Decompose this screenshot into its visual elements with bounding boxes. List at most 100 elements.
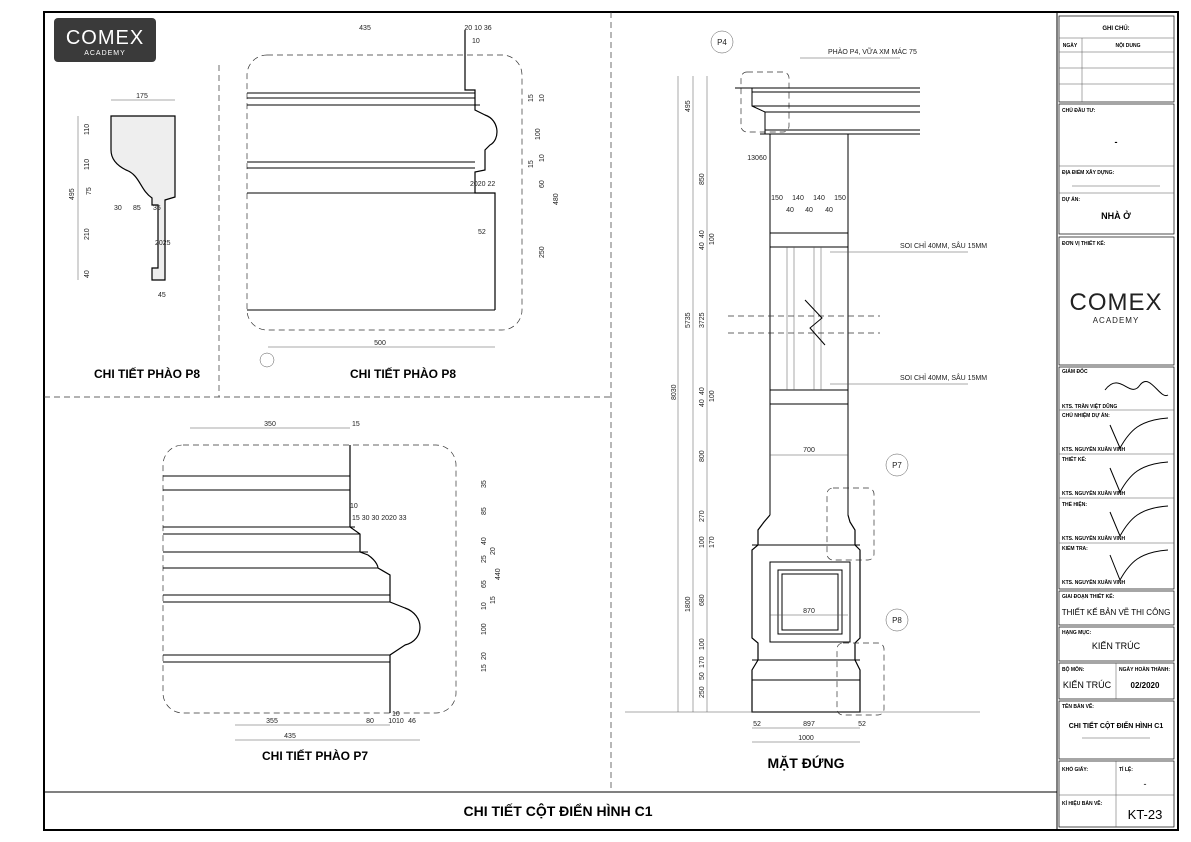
svg-text:40: 40 xyxy=(84,270,91,278)
svg-text:250: 250 xyxy=(699,686,706,698)
svg-text:800: 800 xyxy=(699,450,706,462)
svg-text:270: 270 xyxy=(699,510,706,522)
svg-text:DỰ ÁN:: DỰ ÁN: xyxy=(1062,196,1080,203)
svg-text:40: 40 xyxy=(699,230,706,238)
callout-p4: P4 xyxy=(717,38,727,47)
svg-text:150: 150 xyxy=(771,195,783,202)
svg-text:100: 100 xyxy=(709,233,716,245)
note-groove-1: SOI CHỈ 40MM, SÂU 15MM xyxy=(900,241,987,250)
svg-text:52: 52 xyxy=(478,229,486,236)
svg-text:20: 20 xyxy=(490,547,497,555)
svg-text:15: 15 xyxy=(528,160,535,168)
svg-text:140: 140 xyxy=(792,195,804,202)
svg-text:02/2020: 02/2020 xyxy=(1131,681,1160,690)
p8-large-view: 435 20 10 36 10 15 10 100 15 10 60 480 2… xyxy=(246,25,560,381)
sheet-number: KT-23 xyxy=(1128,807,1163,822)
svg-text:KTS. NGUYỄN XUÂN VINH: KTS. NGUYỄN XUÂN VINH xyxy=(1062,446,1125,453)
p8-profile-shape xyxy=(110,115,176,281)
svg-text:50: 50 xyxy=(699,672,706,680)
note-p4: PHÀO P4, VỮA XM MÁC 75 xyxy=(828,47,917,56)
svg-text:TÊN BẢN VẼ:: TÊN BẢN VẼ: xyxy=(1062,702,1094,710)
svg-text:170: 170 xyxy=(709,536,716,548)
svg-text:THỂ HIỆN:: THỂ HIỆN: xyxy=(1062,500,1087,508)
svg-text:TỈ LỆ:: TỈ LỆ: xyxy=(1119,765,1133,773)
svg-text:100: 100 xyxy=(699,536,706,548)
svg-text:15: 15 xyxy=(490,596,497,604)
svg-text:-: - xyxy=(1144,779,1147,789)
svg-text:40: 40 xyxy=(699,242,706,250)
svg-text:1010: 1010 xyxy=(388,718,404,725)
svg-text:35: 35 xyxy=(153,205,161,212)
svg-text:110: 110 xyxy=(84,124,91,135)
svg-text:30: 30 xyxy=(114,205,122,212)
svg-text:350: 350 xyxy=(264,421,276,428)
svg-text:THIẾT KẾ BẢN VẼ THI CÔNG: THIẾT KẾ BẢN VẼ THI CÔNG xyxy=(1062,607,1171,617)
logo-badge: COMEX ACADEMY xyxy=(54,18,156,62)
svg-text:KÍ HIỆU BẢN VẼ:: KÍ HIỆU BẢN VẼ: xyxy=(1062,799,1103,807)
signature-pm xyxy=(1109,417,1169,450)
svg-text:40: 40 xyxy=(805,207,813,214)
svg-text:GIAI ĐOẠN THIẾT KẾ:: GIAI ĐOẠN THIẾT KẾ: xyxy=(1062,593,1115,600)
svg-text:10: 10 xyxy=(350,503,358,510)
svg-text:ĐỊA ĐIỂM XÂY DỰNG:: ĐỊA ĐIỂM XÂY DỰNG: xyxy=(1062,169,1115,176)
svg-text:20 10 36: 20 10 36 xyxy=(464,25,491,32)
svg-text:BỘ MÔN:: BỘ MÔN: xyxy=(1062,665,1085,673)
title-block: GHI CHÚ: NGÀY NỘI DUNG CHỦ ĐẦU TƯ: - ĐỊA… xyxy=(1058,15,1175,828)
logo-main: COMEX xyxy=(66,27,144,49)
svg-text:435: 435 xyxy=(284,733,296,740)
svg-text:10: 10 xyxy=(539,94,546,102)
svg-text:NGÀY HOÀN THÀNH:: NGÀY HOÀN THÀNH: xyxy=(1119,666,1170,673)
svg-text:170: 170 xyxy=(699,656,706,668)
svg-text:500: 500 xyxy=(374,340,386,347)
svg-text:250: 250 xyxy=(539,246,546,258)
p8-small-view: 175 110 110 495 75 30 85 35 210 2025 40 … xyxy=(69,93,200,381)
svg-text:NỘI DUNG: NỘI DUNG xyxy=(1116,41,1141,49)
svg-text:15: 15 xyxy=(481,664,488,672)
svg-text:100: 100 xyxy=(709,390,716,402)
p8-large-title: CHI TIẾT PHÀO P8 xyxy=(350,366,456,381)
svg-text:25: 25 xyxy=(481,555,488,563)
signature-design xyxy=(1109,461,1169,494)
p8-small-title: CHI TIẾT PHÀO P8 xyxy=(94,366,200,381)
svg-text:480: 480 xyxy=(553,193,560,205)
signature-director xyxy=(1104,381,1169,396)
section-marker xyxy=(259,352,275,368)
column-elevation: P4 P7 P8 PHÀO P4, VỮA XM MÁC 75 SOI CHỈ … xyxy=(625,30,987,771)
svg-text:CHỦ NHIỆM DỰ ÁN:: CHỦ NHIỆM DỰ ÁN: xyxy=(1062,411,1110,419)
svg-text:15: 15 xyxy=(528,94,535,102)
p7-title: CHI TIẾT PHÀO P7 xyxy=(262,748,368,763)
elevation-title: MẶT ĐỨNG xyxy=(768,754,845,771)
svg-text:210: 210 xyxy=(84,228,91,240)
signature-check xyxy=(1109,549,1169,582)
svg-text:495: 495 xyxy=(69,188,76,200)
callout-p7: P7 xyxy=(892,461,902,470)
svg-text:870: 870 xyxy=(803,608,815,615)
svg-text:40: 40 xyxy=(825,207,833,214)
svg-text:KHỔ GIẤY:: KHỔ GIẤY: xyxy=(1062,766,1088,773)
svg-text:HẠNG MỤC:: HẠNG MỤC: xyxy=(1062,630,1091,636)
svg-text:1800: 1800 xyxy=(685,596,692,612)
svg-text:355: 355 xyxy=(266,718,278,725)
svg-text:60: 60 xyxy=(539,180,546,188)
svg-text:10: 10 xyxy=(472,38,480,45)
svg-text:40: 40 xyxy=(699,387,706,395)
svg-text:2025: 2025 xyxy=(155,240,171,247)
svg-text:KTS. NGUYỄN XUÂN VINH: KTS. NGUYỄN XUÂN VINH xyxy=(1062,579,1125,586)
svg-text:THIẾT KẾ:: THIẾT KẾ: xyxy=(1062,456,1087,463)
svg-text:5735: 5735 xyxy=(685,312,692,328)
svg-text:15 30 30 2020 33: 15 30 30 2020 33 xyxy=(352,515,407,522)
svg-text:GHI CHÚ:: GHI CHÚ: xyxy=(1102,25,1129,32)
svg-text:495: 495 xyxy=(685,100,692,112)
svg-text:100: 100 xyxy=(481,623,488,635)
svg-text:80: 80 xyxy=(366,718,374,725)
svg-text:-: - xyxy=(1115,137,1118,147)
p7-view: 350 15 35 10 85 15 30 30 2020 33 40 25 2… xyxy=(162,421,502,763)
svg-text:CHI TIẾT CỘT ĐIỂN HÌNH C1: CHI TIẾT CỘT ĐIỂN HÌNH C1 xyxy=(1069,720,1164,730)
svg-text:40: 40 xyxy=(481,537,488,545)
svg-text:NGÀY: NGÀY xyxy=(1063,42,1078,49)
svg-text:435: 435 xyxy=(359,25,371,32)
svg-text:3725: 3725 xyxy=(699,312,706,328)
svg-text:65: 65 xyxy=(481,580,488,588)
svg-text:440: 440 xyxy=(495,568,502,580)
